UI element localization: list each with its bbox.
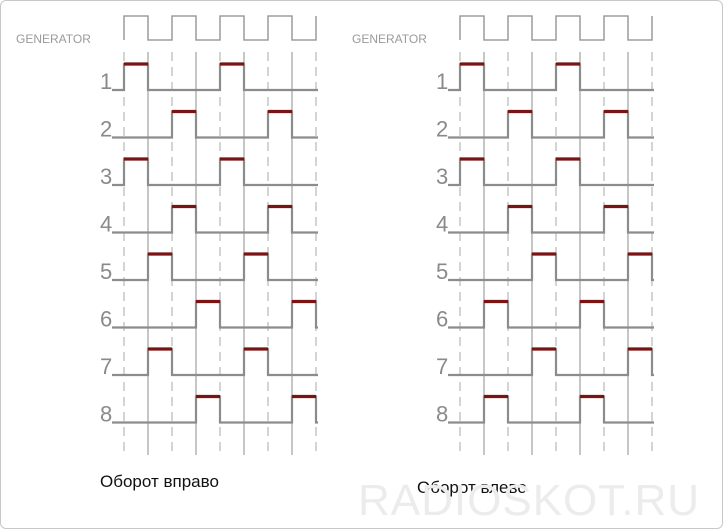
row-label: 4 bbox=[100, 212, 112, 237]
channel-waveform bbox=[112, 62, 318, 92]
row-label: 7 bbox=[436, 354, 448, 379]
row-label: 7 bbox=[100, 354, 112, 379]
channel-waveform bbox=[448, 252, 654, 282]
row-label: 3 bbox=[100, 164, 112, 189]
generator-waveform bbox=[123, 15, 317, 41]
channel-waveform bbox=[448, 62, 654, 92]
row-label: 6 bbox=[100, 307, 112, 332]
row-label: 2 bbox=[100, 117, 112, 142]
row-label: 2 bbox=[436, 117, 448, 142]
row-label: 5 bbox=[436, 259, 448, 284]
row-label: 1 bbox=[436, 69, 448, 94]
row-label: 6 bbox=[436, 307, 448, 332]
generator-label: GENERATOR bbox=[16, 32, 91, 46]
watermark: RADIOSKOT.RU bbox=[358, 476, 701, 525]
channel-waveform bbox=[448, 157, 654, 187]
row-label: 4 bbox=[436, 212, 448, 237]
channel-waveform bbox=[112, 252, 318, 282]
channel-waveform bbox=[112, 395, 318, 424]
caption-right: Оборот вправо bbox=[100, 472, 219, 491]
channel-waveform bbox=[448, 110, 654, 139]
channel-waveform bbox=[112, 347, 318, 377]
row-label: 3 bbox=[436, 164, 448, 189]
channel-waveform bbox=[112, 205, 318, 234]
channel-waveform bbox=[112, 157, 318, 187]
row-label: 1 bbox=[100, 69, 112, 94]
generator-waveform bbox=[459, 15, 653, 41]
channel-waveform bbox=[448, 300, 654, 329]
channel-waveform bbox=[112, 300, 318, 329]
caption-left: Оборот влево bbox=[417, 478, 527, 497]
channel-waveform bbox=[448, 205, 654, 234]
channel-waveform bbox=[448, 395, 654, 424]
row-label: 8 bbox=[436, 402, 448, 427]
row-label: 5 bbox=[100, 259, 112, 284]
channel-waveform bbox=[448, 347, 654, 377]
channel-waveform bbox=[112, 110, 318, 139]
generator-label: GENERATOR bbox=[352, 32, 427, 46]
row-label: 8 bbox=[100, 402, 112, 427]
